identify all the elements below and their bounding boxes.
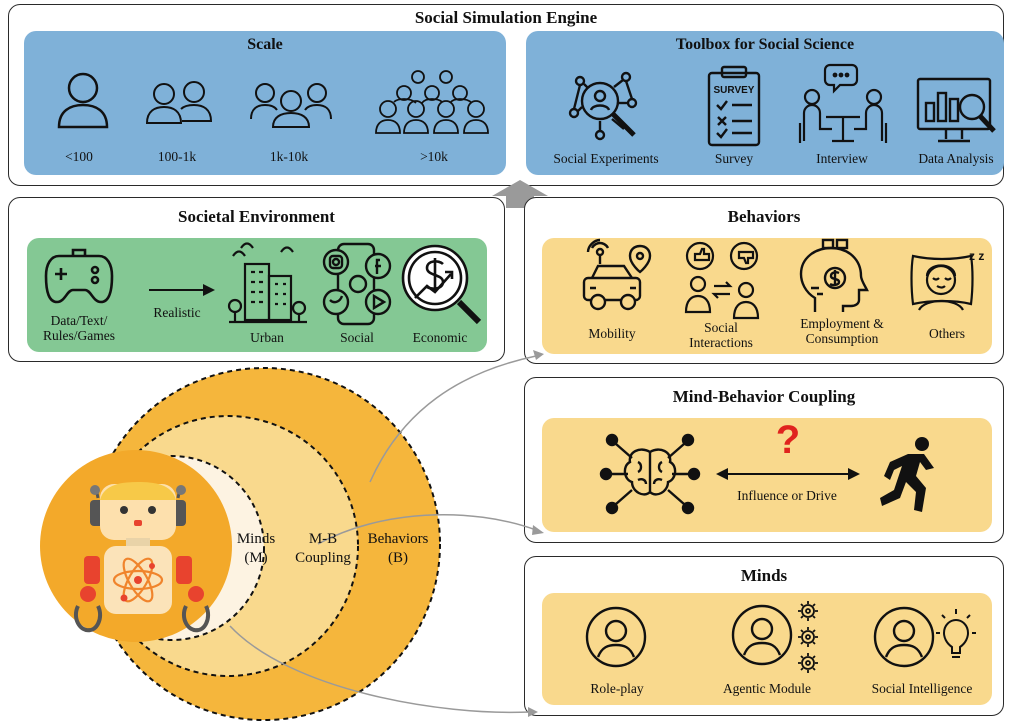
societal-environment-title: Societal Environment [178,207,335,226]
simulation-engine-panel: Social Simulation Engine Scale <100 100-… [8,4,1004,186]
social-intelligence-icon [873,606,976,668]
behavior-label-social-interactions: Social Interactions [689,320,753,350]
scale-label-3: 1k-10k [269,149,309,164]
data-analysis-icon [916,77,996,143]
environment-box: Data/Text/ Rules/Games Realistic Urban [27,238,487,352]
influence-label: Influence or Drive [737,488,837,503]
sleeping-person-icon: z z [910,249,984,311]
toolbox-label-4: Data Analysis [918,151,994,166]
scale-box: Scale <100 100-1k 1k-10k >10k [24,31,506,175]
scale-label-4: >10k [420,149,448,164]
employment-consumption-icon [799,238,869,312]
coupling-circle-label: M-B Coupling [295,531,351,566]
env-label-economic: Economic [412,330,468,345]
scale-label-2: 100-1k [157,149,197,164]
simulation-engine-title: Social Simulation Engine [414,8,598,27]
urban-city-icon [227,242,307,324]
coupling-box: ? Influence or Drive [542,418,992,532]
behavior-label-mobility: Mobility [588,326,636,341]
env-label-social: Social [340,330,374,345]
behaviors-panel: Behaviors Mobility Social Interactions [524,197,1004,364]
behaviors-circle-label: Behaviors (B) [367,531,429,566]
toolbox-label-3: Interview [816,151,868,166]
env-label-urban: Urban [250,330,284,345]
social-experiments-icon [568,71,638,141]
interview-icon [798,63,888,143]
social-interactions-icon [684,241,760,320]
minds-panel: Minds Role-play Agentic Module Social In… [524,556,1004,716]
economic-magnifier-icon [401,244,482,325]
toolbox-box: Toolbox for Social Science Social Experi… [526,31,1004,175]
single-person-icon [57,72,109,129]
coupling-panel: Mind-Behavior Coupling ? Influence or Dr… [524,377,1004,543]
toolbox-label-2: Survey [714,151,754,166]
brain-network-icon [599,433,701,515]
behavior-label-employment: Employment & Consumption [800,316,884,346]
scale-title: Scale [247,36,283,53]
minds-circle-label: Minds (M) [236,531,276,566]
social-media-phone-icon [322,242,392,326]
minds-title: Minds [740,566,788,585]
minds-label-agentic-module: Agentic Module [722,681,812,696]
robot-icon [73,482,211,633]
three-people-icon [250,83,332,128]
minds-box: Role-play Agentic Module Social Intellig… [542,593,992,705]
realistic-label: Realistic [153,305,201,320]
scale-label-1: <100 [65,149,93,164]
crowd-icon [375,70,489,134]
toolbox-title: Toolbox for Social Science [675,36,855,53]
role-play-person-icon [585,606,647,668]
survey-clipboard-icon: SURVEY [707,65,761,147]
gamepad-icon [44,248,114,304]
running-person-icon [880,437,934,512]
behavior-label-others: Others [929,326,965,341]
agentic-module-icon [731,601,818,673]
double-arrow [716,468,860,480]
behaviors-box: Mobility Social Interactions Employment … [542,238,992,354]
societal-environment-panel: Societal Environment Data/Text/ Rules/Ga… [8,197,505,362]
behaviors-title: Behaviors [727,207,801,226]
minds-label-social-intelligence: Social Intelligence [871,681,973,696]
sleep-z-text: z z [969,249,984,263]
survey-icon-text: SURVEY [714,85,755,96]
minds-label-role-play: Role-play [590,681,644,696]
mobility-car-icon [582,238,652,311]
question-mark-icon: ? [775,418,801,462]
toolbox-label-1: Social Experiments [553,151,659,166]
realistic-arrow [149,284,215,296]
two-people-icon [145,81,213,124]
coupling-title: Mind-Behavior Coupling [672,387,856,406]
environment-source-label: Data/Text/ Rules/Games [43,313,115,343]
